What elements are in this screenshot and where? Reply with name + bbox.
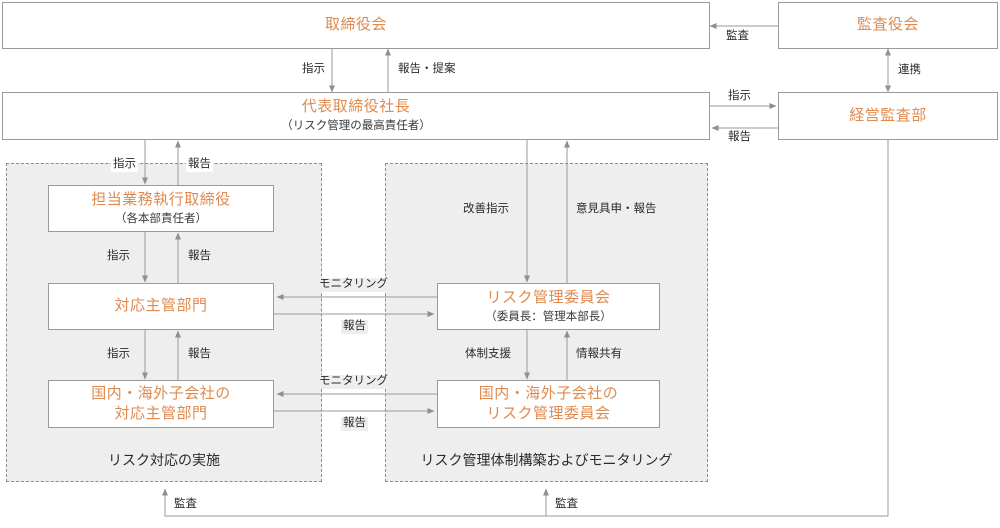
- label-report-right: 報告: [726, 131, 753, 145]
- label-opinion-report: 意見具申・報告: [574, 203, 659, 217]
- executive-director-subtitle: （各本部責任者）: [115, 212, 207, 225]
- management-audit-dept-title: 経営監査部: [849, 106, 927, 124]
- subsidiary-risk-committee-line2: リスク管理委員会: [486, 405, 611, 422]
- label-info-sharing: 情報共有: [574, 348, 624, 362]
- box-president[interactable]: 代表取締役社長 （リスク管理の最高責任者）: [2, 92, 710, 140]
- box-management-audit-dept[interactable]: 経営監査部: [778, 92, 998, 140]
- label-instruction-l3: 指示: [105, 348, 132, 362]
- label-report-l1: 報告: [186, 158, 213, 172]
- label-instruction-l1: 指示: [111, 158, 138, 172]
- label-instruction-top: 指示: [300, 63, 327, 77]
- panel-caption-risk-response: リスク対応の実施: [6, 450, 322, 470]
- label-report-l3: 報告: [186, 348, 213, 362]
- label-audit-bottom-right: 監査: [553, 498, 580, 512]
- label-report-m1: 報告: [341, 320, 368, 334]
- subsidiary-responsible-division-line2: 対応主管部門: [114, 405, 208, 422]
- responsible-division-title: 対応主管部門: [114, 297, 208, 315]
- label-instruction-right: 指示: [726, 90, 753, 104]
- subsidiary-risk-committee-line1: 国内・海外子会社の: [478, 384, 619, 402]
- box-audit-board[interactable]: 監査役会: [778, 2, 998, 49]
- board-of-directors-title: 取締役会: [324, 16, 387, 34]
- label-audit-top: 監査: [724, 30, 751, 44]
- label-report-l2: 報告: [186, 250, 213, 264]
- label-instruction-l2: 指示: [105, 250, 132, 264]
- panel-caption-risk-management-system: リスク管理体制構築およびモニタリング: [385, 450, 708, 470]
- panel-caption-risk-response-text: リスク対応の実施: [108, 452, 220, 468]
- label-improvement-instruction: 改善指示: [461, 203, 511, 217]
- president-title: 代表取締役社長: [301, 98, 411, 116]
- audit-board-title: 監査役会: [856, 16, 919, 34]
- label-monitoring-2: モニタリング: [317, 375, 390, 389]
- president-subtitle: （リスク管理の最高責任者）: [281, 120, 431, 133]
- label-audit-bottom-left: 監査: [172, 498, 199, 512]
- panel-caption-risk-management-system-text: リスク管理体制構築およびモニタリング: [420, 452, 673, 468]
- risk-management-committee-subtitle: （委員長：管理本部長）: [485, 310, 612, 323]
- label-cooperation: 連携: [896, 64, 923, 78]
- subsidiary-responsible-division-line1: 国内・海外子会社の: [91, 384, 231, 402]
- box-executive-director[interactable]: 担当業務執行取締役 （各本部責任者）: [48, 185, 274, 232]
- label-report-proposal: 報告・提案: [396, 63, 458, 77]
- label-system-support: 体制支援: [463, 348, 513, 362]
- box-subsidiary-risk-committee[interactable]: 国内・海外子会社の リスク管理委員会: [437, 380, 660, 428]
- risk-management-committee-title: リスク管理委員会: [486, 288, 611, 306]
- executive-director-title: 担当業務執行取締役: [91, 190, 231, 208]
- label-monitoring-1: モニタリング: [317, 278, 390, 292]
- box-risk-management-committee[interactable]: リスク管理委員会 （委員長：管理本部長）: [437, 283, 660, 330]
- label-report-m2: 報告: [341, 417, 368, 431]
- box-subsidiary-responsible-division[interactable]: 国内・海外子会社の 対応主管部門: [48, 380, 274, 428]
- box-board-of-directors[interactable]: 取締役会: [2, 2, 710, 49]
- box-responsible-division[interactable]: 対応主管部門: [48, 283, 274, 330]
